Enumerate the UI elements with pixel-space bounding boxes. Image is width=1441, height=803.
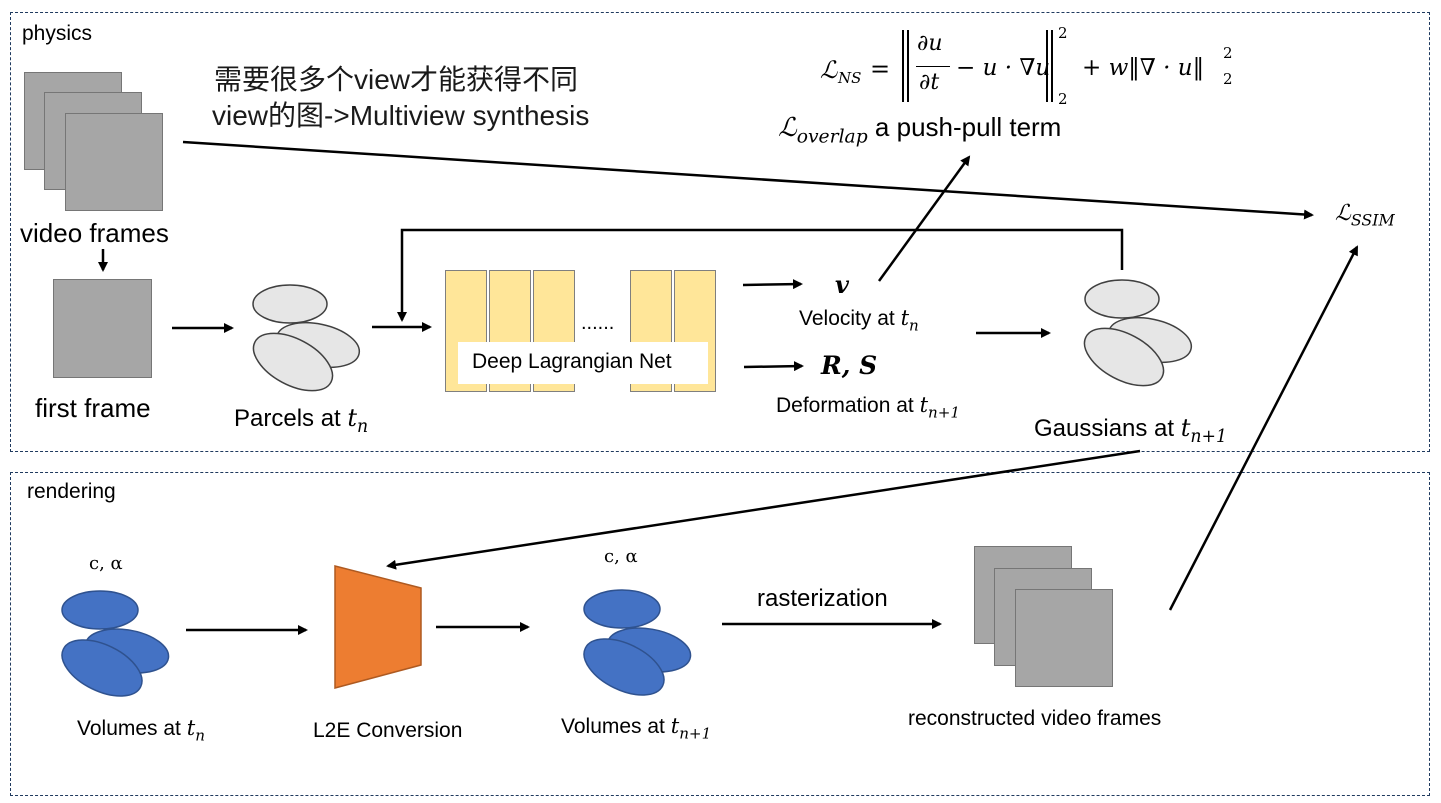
deformation-label-var: t [919,393,929,417]
gaussians-label: Gaussians at tn+1 [1034,414,1227,447]
color-alpha-text-1: c, α [89,553,123,574]
ssim-loss-symbol: ℒ [1335,201,1351,226]
overlap-loss-sub: overlap [796,126,868,148]
ssim-loss: ℒSSIM [1335,200,1395,230]
volumes-tn1-sub: n+1 [679,724,712,743]
ns-frac-line [916,66,950,67]
rendering-section-label: rendering [27,480,116,503]
volumes-tn-sub: n [195,726,205,745]
ns-loss-sub: NS [838,69,862,87]
ns-tail-sub: 2 [1223,70,1233,88]
first-frame-image [53,279,152,378]
ns-norm-sub: 2 [1058,90,1068,108]
velocity-label-sub: n [909,316,919,335]
ns-norm-sup: 2 [1058,24,1068,42]
l2e-label: L2E Conversion [313,719,463,742]
overlap-loss-desc: a push-pull term [874,112,1062,142]
arrow-net-to-velocity [742,279,803,290]
velocity-label-var: t [900,306,910,330]
l2e-trapezoid [334,565,422,689]
arrow-frames-to-ssim [182,140,1314,220]
annotation-note-line1: 需要很多个view才能获得不同 [214,64,579,95]
parcels-label-sub: n [357,417,369,438]
ns-loss-equation: ℒ NS = ∂u ∂t − u · ∇u 2 2 + w‖∇ · u‖ 2 2 [820,24,1260,110]
volumes-tn-text: Volumes at [77,717,187,740]
ns-loss-equals: = [870,55,891,83]
parcels-shape [252,284,361,392]
net-label-box [458,342,708,384]
color-alpha-label-2: c, α [604,546,638,567]
overlap-loss: ℒoverlap a push-pull term [778,112,1061,148]
parcels-label-var: t [347,404,358,432]
velocity-symbol: v [835,270,849,299]
physics-section-label: physics [22,22,93,45]
parcels-label: Parcels at tn [234,404,368,437]
color-alpha-text-2: c, α [604,546,638,567]
ns-middle-term: − u · ∇u [956,55,1051,81]
volumes-tn-label: Volumes at tn [77,716,205,744]
overlap-loss-symbol: ℒ [778,113,797,143]
ns-norm-right [1046,30,1053,102]
rasterization-label: rasterization [757,585,888,612]
deformation-label-sub: n+1 [928,403,961,422]
recon-frame-front [1015,589,1113,687]
volumes-tn1-label: Volumes at tn+1 [561,714,711,742]
video-frames-label: video frames [20,218,169,248]
annotation-note-line2: view的图->Multiview synthesis [212,100,590,131]
velocity-label: Velocity at tn [799,306,919,334]
parcels-label-text: Parcels at [234,405,348,432]
gaussians-label-sub: n+1 [1190,427,1227,448]
deformation-label: Deformation at tn+1 [776,393,960,421]
volumes-tn-shape [61,590,170,697]
ns-tail-term: + w‖∇ · u‖ [1082,55,1205,81]
volumes-tn1-var: t [670,714,680,738]
ns-tail-sup: 2 [1223,44,1233,62]
ns-frac-bottom: ∂t [919,70,940,95]
gaussians-label-var: t [1180,414,1191,442]
arrow-gaussians-to-l2e [386,449,1141,570]
ns-norm-left [902,30,909,102]
gaussians-shape [1083,279,1193,387]
arrow-net-to-deformation [743,361,804,372]
ssim-loss-sub: SSIM [1350,210,1395,230]
rendering-section [10,472,1430,796]
video-frame-front [65,113,163,211]
volumes-tn-var: t [186,716,196,740]
net-label: Deep Lagrangian Net [472,350,672,373]
volumes-tn1-text: Volumes at [561,715,671,738]
ns-loss-symbol: ℒ [820,56,838,84]
deformation-label-text: Deformation at [776,394,920,417]
velocity-label-text: Velocity at [799,307,901,330]
volumes-tn1-shape [583,589,692,696]
ns-frac-top: ∂u [917,31,943,56]
deformation-symbol: R, S [821,351,878,380]
recon-frames-label: reconstructed video frames [908,707,1162,730]
gaussians-label-text: Gaussians at [1034,415,1181,442]
arrow-to-overlap-loss [877,155,971,282]
arrow-recon-to-ssim [1168,245,1359,611]
feedback-loop-arrow [397,228,1124,322]
color-alpha-label-1: c, α [89,553,123,574]
first-frame-label: first frame [35,393,151,423]
net-ellipsis: ...... [581,312,615,334]
physics-section [10,12,1430,452]
